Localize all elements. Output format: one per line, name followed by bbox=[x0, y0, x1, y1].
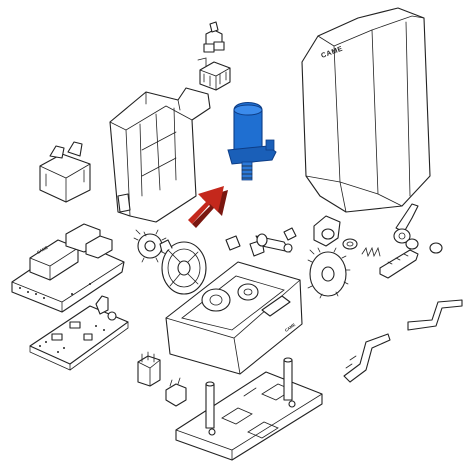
release-bracket[interactable] bbox=[379, 249, 419, 279]
cable-clip[interactable] bbox=[165, 377, 187, 407]
terminal-clip[interactable] bbox=[203, 21, 225, 53]
motor-flange bbox=[227, 145, 277, 165]
encoder-board[interactable] bbox=[29, 295, 129, 371]
fuse-holder[interactable] bbox=[197, 57, 231, 91]
limit-bracket-upper[interactable] bbox=[407, 299, 463, 331]
pointer-arrow bbox=[188, 186, 228, 228]
spacer-ring[interactable] bbox=[342, 238, 358, 250]
anchor-bolt-right[interactable] bbox=[283, 357, 293, 401]
limit-switch[interactable] bbox=[313, 215, 341, 247]
spring[interactable] bbox=[361, 246, 381, 258]
board-brand-logo: CAME bbox=[36, 244, 49, 254]
pinion-gear[interactable] bbox=[133, 229, 167, 263]
motor-cover[interactable]: CAME bbox=[301, 7, 431, 213]
foundation-plate[interactable] bbox=[175, 371, 323, 461]
control-board[interactable]: CAME bbox=[11, 223, 125, 313]
motor-shaft bbox=[241, 161, 253, 181]
anchor-bolt-left[interactable] bbox=[205, 381, 215, 429]
lock-cylinder[interactable] bbox=[405, 238, 443, 254]
output-gear[interactable] bbox=[307, 247, 351, 299]
housing-brand-logo: CAME bbox=[284, 322, 297, 333]
release-lever[interactable] bbox=[393, 203, 419, 244]
drive-gear[interactable] bbox=[159, 239, 207, 295]
motor-top-cap bbox=[233, 104, 263, 116]
motor-tab bbox=[265, 139, 275, 151]
transformer[interactable] bbox=[39, 141, 91, 203]
gearbox-housing[interactable]: CAME bbox=[165, 235, 303, 375]
highlighted-motor[interactable] bbox=[227, 101, 277, 181]
release-shaft[interactable] bbox=[255, 227, 297, 253]
transformer-bracket[interactable] bbox=[109, 87, 211, 223]
capacitor[interactable] bbox=[137, 351, 161, 387]
arrow-shape bbox=[188, 186, 224, 224]
limit-bracket-lower[interactable] bbox=[343, 333, 391, 383]
